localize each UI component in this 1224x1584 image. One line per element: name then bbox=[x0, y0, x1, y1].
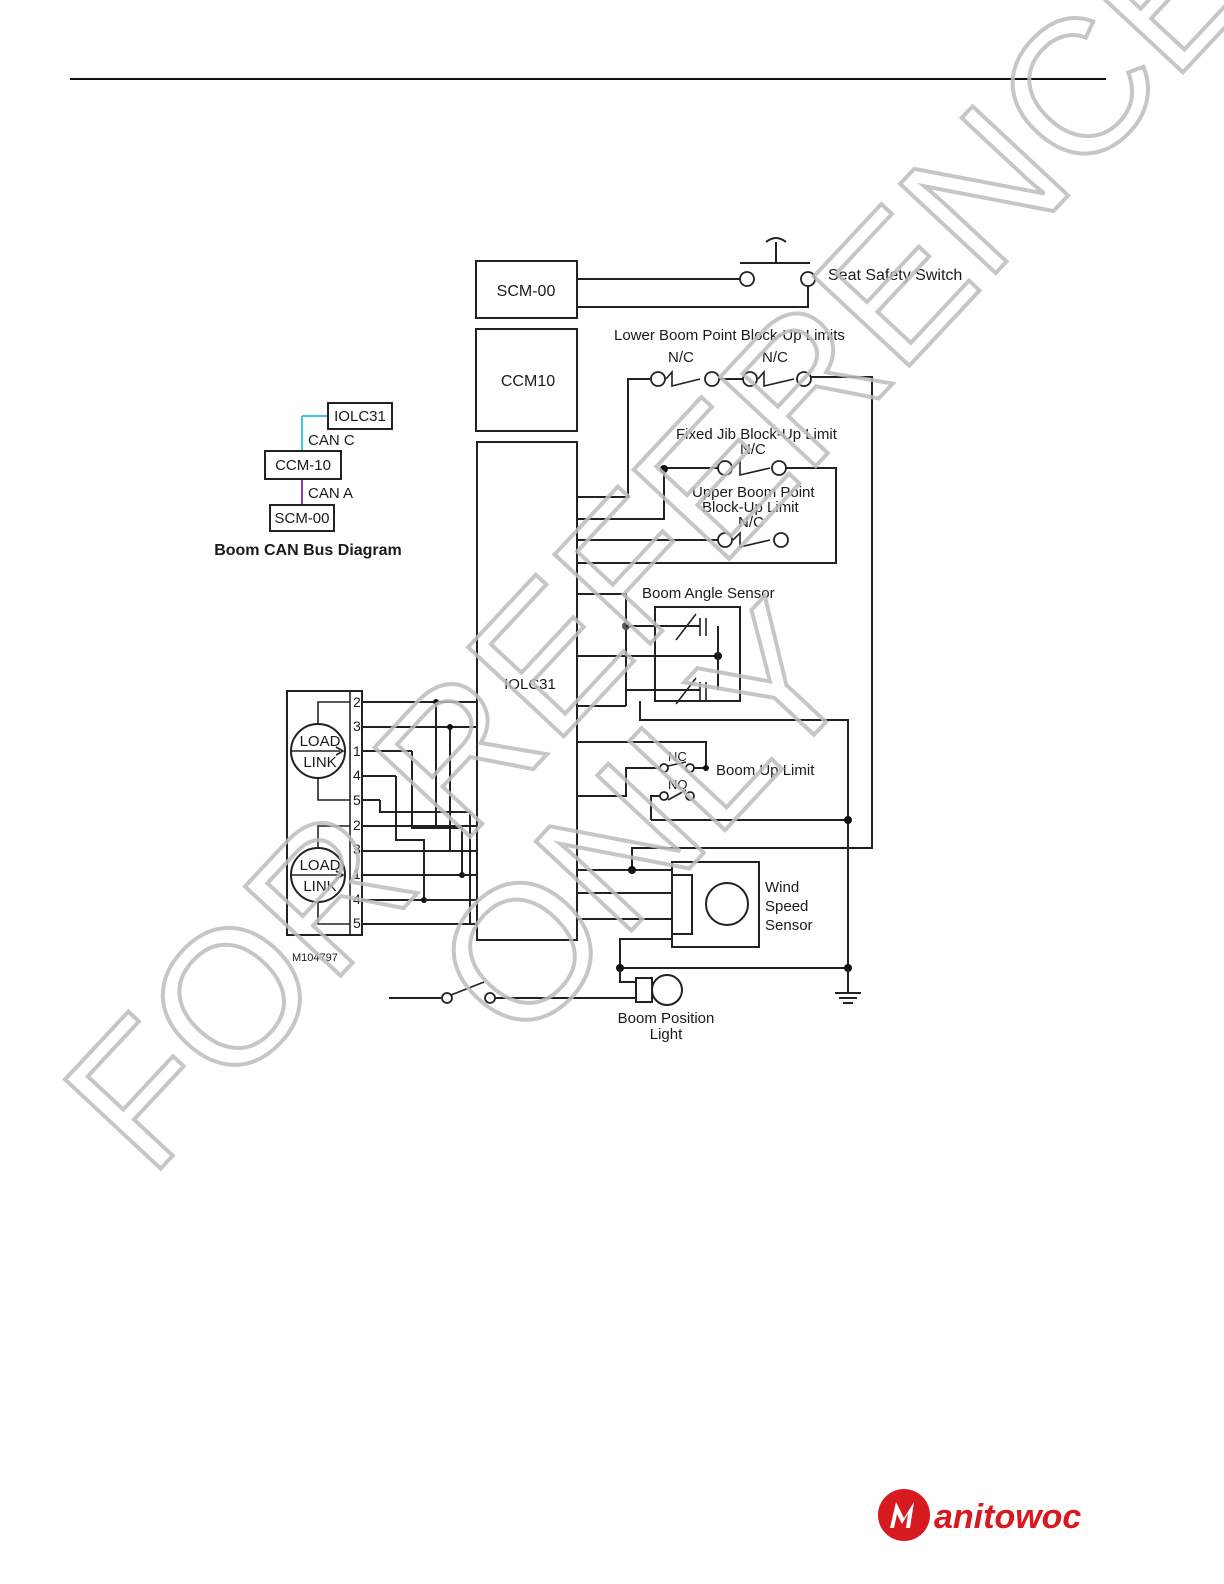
load-link-upper-l2: LINK bbox=[303, 754, 336, 771]
can-ccm10-box bbox=[264, 450, 342, 480]
upper-boom-label-1: Upper Boom Point bbox=[692, 484, 815, 501]
ccm10-module bbox=[475, 328, 578, 432]
nc-label-3: N/C bbox=[740, 441, 766, 458]
can-a-label: CAN A bbox=[308, 485, 353, 502]
can-scm00-label: SCM-00 bbox=[274, 510, 329, 527]
boom-angle-sensor-label: Boom Angle Sensor bbox=[642, 585, 775, 602]
ll2-pin-1: 2 bbox=[353, 817, 361, 833]
boom-light-label-1: Boom Position bbox=[618, 1010, 715, 1027]
upper-boom-limit: Upper Boom Point Block-Up Limit N/C bbox=[577, 484, 815, 549]
wind-label-1: Wind bbox=[765, 879, 799, 896]
load-link-wiring bbox=[362, 699, 477, 925]
ll2-pin-2: 3 bbox=[353, 841, 361, 857]
logo-text: anitowoc bbox=[934, 1498, 1081, 1536]
scm-00-module bbox=[475, 260, 578, 319]
ll1-pin-4: 4 bbox=[353, 767, 361, 783]
ll1-pin-5: 5 bbox=[353, 792, 361, 808]
boom-up-limit-label: Boom Up Limit bbox=[716, 762, 815, 779]
lower-boom-limits: Lower Boom Point Block-Up Limits N/C N/C bbox=[577, 327, 873, 849]
can-bus-title: Boom CAN Bus Diagram bbox=[214, 542, 402, 559]
header-rule bbox=[70, 78, 1106, 80]
lower-boom-limits-label: Lower Boom Point Block-Up Limits bbox=[614, 327, 845, 344]
load-link-upper-l1: LOAD bbox=[300, 733, 341, 750]
no-small-label: NO bbox=[668, 777, 688, 792]
can-scm00-box bbox=[269, 504, 335, 532]
manitowoc-logo: anitowoc bbox=[876, 1484, 1106, 1544]
load-link-lower-l1: LOAD bbox=[300, 857, 341, 874]
can-c-label: CAN C bbox=[308, 432, 355, 449]
nc-label-4: N/C bbox=[738, 514, 764, 531]
fixed-jib-limit: Fixed Jib Block-Up Limit N/C bbox=[577, 426, 838, 564]
seat-safety-switch-label: Seat Safety Switch bbox=[828, 267, 962, 284]
nc-label-1: N/C bbox=[668, 349, 694, 366]
can-iolc31-label: IOLC31 bbox=[334, 408, 386, 425]
can-iolc31-box bbox=[327, 402, 393, 430]
ll1-pin-1: 2 bbox=[353, 694, 361, 710]
boom-up-limit: NC NO Boom Up Limit bbox=[577, 741, 852, 824]
ll1-pin-2: 3 bbox=[353, 718, 361, 734]
ground-and-light: Boom Position Light bbox=[389, 848, 861, 1043]
ccm10-label: CCM10 bbox=[501, 373, 555, 390]
boom-light-label-2: Light bbox=[650, 1026, 683, 1043]
fixed-jib-label: Fixed Jib Block-Up Limit bbox=[676, 426, 838, 443]
wind-label-2: Speed bbox=[765, 898, 808, 915]
can-ccm10-label: CCM-10 bbox=[275, 457, 331, 474]
ll2-pin-3: 1 bbox=[353, 866, 361, 882]
boom-angle-sensor: Boom Angle Sensor bbox=[577, 585, 849, 848]
ll1-pin-3: 1 bbox=[353, 743, 361, 759]
ll2-pin-4: 4 bbox=[353, 891, 361, 907]
wind-speed-sensor: Wind Speed Sensor bbox=[577, 847, 848, 968]
upper-boom-label-2: Block-Up Limit bbox=[702, 499, 800, 516]
lamp-icon bbox=[651, 974, 683, 1006]
scm-00-label: SCM-00 bbox=[497, 283, 556, 300]
nc-label-2: N/C bbox=[762, 349, 788, 366]
iolc31-label: IOLC31 bbox=[504, 676, 556, 693]
nc-small-label: NC bbox=[668, 749, 687, 764]
load-link-connectors: 2 3 1 4 5 2 3 1 4 5 LOAD LINK LOAD LINK … bbox=[286, 690, 363, 964]
wind-label-3: Sensor bbox=[765, 917, 813, 934]
can-bus-diagram: IOLC31 CAN C CCM-10 CAN A SCM-00 Boom CA… bbox=[214, 402, 402, 559]
seat-safety-switch: Seat Safety Switch bbox=[577, 237, 962, 308]
load-link-lower-l2: LINK bbox=[303, 878, 336, 895]
ll2-pin-5: 5 bbox=[353, 915, 361, 931]
iolc31-module bbox=[476, 441, 578, 941]
figure-id: M104797 bbox=[292, 952, 338, 964]
